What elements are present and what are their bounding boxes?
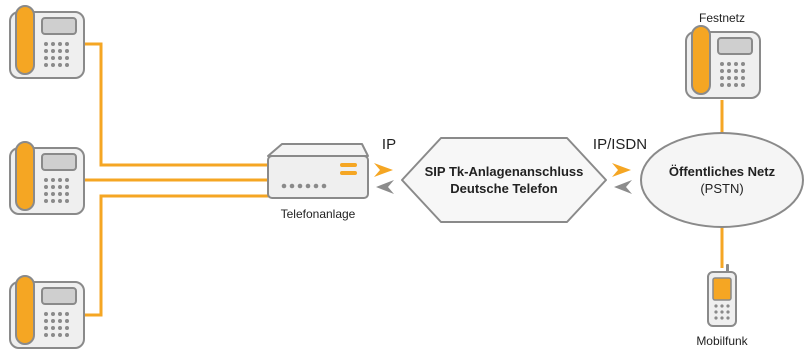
ip-arrows-icon [374,163,394,194]
deskphone-icon [9,141,85,215]
ip-isdn-arrows-icon [612,163,632,194]
network-title: Öffentliches Netz [669,164,776,179]
line-phone3-pbx [84,194,270,317]
mobile-phone-icon [707,264,737,327]
ip-isdn-label: IP/ISDN [593,136,647,153]
sip-hexagon [401,137,607,223]
pbx-device-icon [267,143,369,199]
deskphone-icon [9,5,85,79]
network-subtitle: (PSTN) [700,181,743,196]
connection-lines [84,42,724,317]
ip-label: IP [382,136,396,153]
sip-title-line1: SIP Tk-Anlagenanschluss [425,164,584,179]
sip-title-line2: Deutsche Telefon [450,181,557,196]
landline-phone-icon [685,25,761,99]
public-network-ellipse [640,132,804,228]
pbx-label: Telefonanlage [281,207,356,221]
deskphone-icon [9,275,85,349]
mobile-label: Mobilfunk [696,334,748,348]
line-phone1-pbx [84,42,270,167]
landline-label: Festnetz [699,11,745,25]
